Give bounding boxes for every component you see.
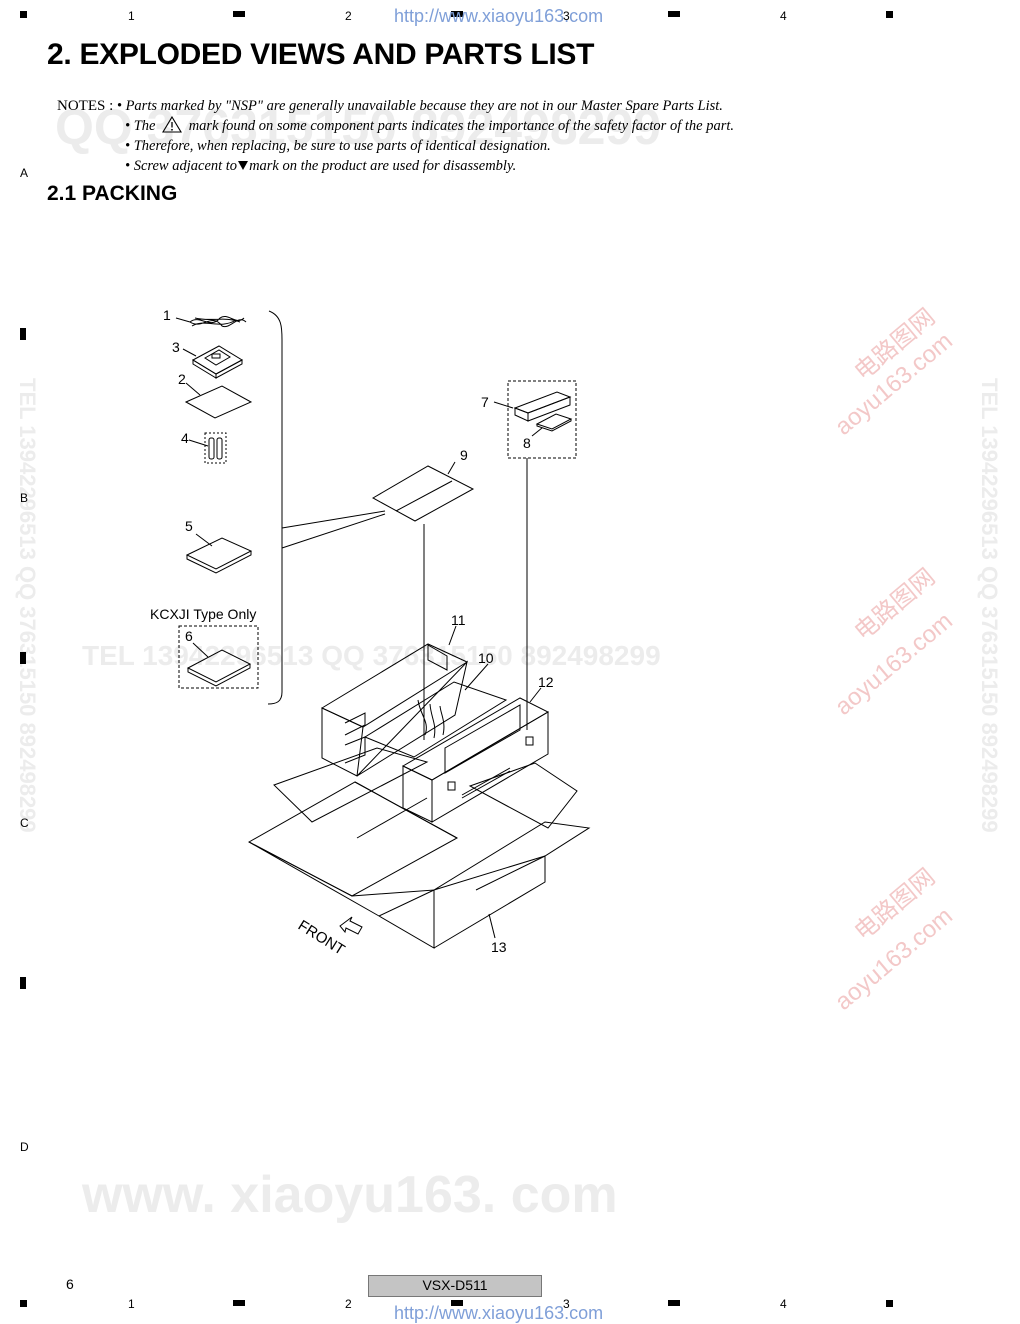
part-6-manual — [178, 625, 259, 689]
watermark-qq: QQ 376315150 892498299 — [55, 99, 662, 155]
border-marker — [233, 1300, 245, 1306]
accessory-bracket — [267, 310, 283, 705]
part-label: 2 — [178, 371, 186, 387]
notes-label: NOTES : — [57, 98, 114, 114]
notes-line-3: • Therefore, when replacing, be sure to … — [57, 136, 734, 156]
model-footer-box: VSX-D511 — [368, 1275, 542, 1297]
notes-text: • Parts marked by "NSP" are generally un… — [116, 98, 723, 114]
corner-marker — [20, 1300, 27, 1307]
part-12-pad-right — [401, 687, 550, 823]
part-label: 10 — [478, 650, 494, 666]
warning-triangle-icon — [162, 115, 183, 133]
column-number: 2 — [345, 9, 352, 23]
row-letter: B — [20, 491, 29, 505]
part-10-unit — [363, 663, 508, 758]
column-number: 3 — [563, 9, 570, 23]
part-2-sheet — [184, 382, 253, 419]
kcxji-note: KCXJI Type Only — [150, 606, 256, 622]
part-label: 13 — [491, 939, 507, 955]
notes-line-2: • The mark found on some component parts… — [57, 115, 734, 136]
page-title: 2. EXPLODED VIEWS AND PARTS LIST — [47, 38, 595, 71]
notes-text: mark on the product are used for disasse… — [249, 158, 517, 174]
part-label: 6 — [185, 628, 193, 644]
watermark-site: www. xiaoyu163. com — [82, 1166, 618, 1224]
part-label: 3 — [172, 339, 180, 355]
part-11-pad-left — [320, 625, 469, 777]
watermark-side-right: TEL 13942296513 QQ 376315150 892498299 — [977, 378, 1002, 833]
notes-text: • Therefore, when replacing, be sure to … — [125, 138, 551, 154]
row-letter: D — [20, 1140, 29, 1154]
part-9-bag — [371, 461, 475, 522]
corner-marker — [20, 11, 27, 18]
notes-text: • The — [125, 118, 156, 134]
part-label: 1 — [163, 307, 171, 323]
border-marker — [20, 977, 26, 989]
part-5-manual — [185, 533, 253, 574]
row-letter: C — [20, 816, 29, 830]
border-marker — [451, 11, 463, 17]
part-3-remote — [182, 345, 244, 379]
corner-marker — [886, 1300, 893, 1307]
notes-text: • Screw adjacent to — [125, 158, 238, 174]
part-label: 5 — [185, 518, 193, 534]
notes-line-1: NOTES : • Parts marked by "NSP" are gene… — [57, 96, 734, 116]
column-number: 4 — [780, 1297, 787, 1311]
model-name: VSX-D511 — [422, 1277, 488, 1293]
part-label: 11 — [451, 612, 466, 628]
part-4-batteries — [188, 432, 227, 464]
border-marker — [20, 328, 26, 340]
border-marker — [233, 11, 245, 17]
watermark-tel: TEL 13942296513 QQ 376315150 892498299 — [82, 640, 661, 671]
row-letter: A — [20, 166, 29, 180]
column-number: 3 — [563, 1297, 570, 1311]
watermark-side-left: TEL 13942296513 QQ 376315150 892498299 — [15, 378, 40, 833]
notes-block: NOTES : • Parts marked by "NSP" are gene… — [57, 96, 734, 176]
column-number: 4 — [780, 9, 787, 23]
column-number: 1 — [128, 9, 135, 23]
part-label: 8 — [523, 435, 531, 451]
part-label: 9 — [460, 447, 468, 463]
border-marker — [668, 11, 680, 17]
notes-text: mark found on some component parts indic… — [188, 118, 734, 134]
border-marker — [20, 652, 26, 664]
page-number: 6 — [66, 1276, 74, 1292]
notes-line-4: • Screw adjacent to mark on the product a… — [57, 156, 734, 176]
front-arrow-icon — [339, 916, 363, 935]
part-1-cord — [175, 316, 247, 328]
column-number: 2 — [345, 1297, 352, 1311]
column-number: 1 — [128, 1297, 135, 1311]
down-triangle-icon — [238, 161, 249, 170]
footer-url[interactable]: http://www.xiaoyu163.com — [394, 1303, 604, 1323]
corner-marker — [886, 11, 893, 18]
part-label: 7 — [481, 394, 489, 410]
part-7-8-group — [493, 380, 577, 459]
border-marker — [451, 1300, 463, 1306]
front-label: FRONT — [295, 917, 348, 959]
section-title: 2.1 PACKING — [47, 182, 178, 205]
border-marker — [668, 1300, 680, 1306]
part-13-carton — [247, 747, 591, 949]
part-label: 12 — [538, 674, 554, 690]
header-url[interactable]: http://www.xiaoyu163.com — [394, 6, 604, 26]
part-label: 4 — [181, 430, 189, 446]
